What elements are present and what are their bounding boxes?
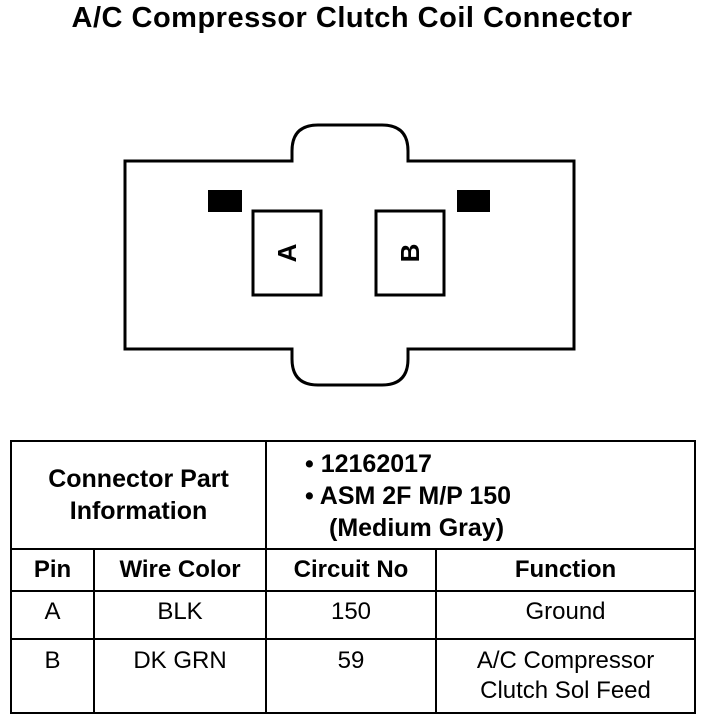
pin-label-b: B [395,244,425,263]
connector-info-table: Connector Part Information • 12162017 • … [10,440,696,714]
table-row: A BLK 150 Ground [10,590,696,640]
row-a-wire-color: BLK [93,590,267,640]
header-wire-color: Wire Color [93,548,267,592]
connector-face-diagram: A B [123,123,576,387]
header-function: Function [435,548,696,592]
alignment-key-left [208,190,242,212]
table-row: B DK GRN 59 A/C Compressor Clutch Sol Fe… [10,638,696,714]
header-pin: Pin [10,548,95,592]
connector-housing [123,123,576,387]
header-circuit-no: Circuit No [265,548,437,592]
pin-label-a: A [272,243,302,262]
connector-part-numbers: • 12162017 • ASM 2F M/P 150 (Medium Gray… [265,440,696,550]
row-b-function: A/C Compressor Clutch Sol Feed [435,638,696,714]
row-a-function: Ground [435,590,696,640]
row-a-circuit: 150 [265,590,437,640]
connector-part-info-label: Connector Part Information [10,440,267,550]
row-b-circuit: 59 [265,638,437,714]
row-b-wire-color: DK GRN [93,638,267,714]
diagram-title: A/C Compressor Clutch Coil Connector [71,2,633,34]
pin-cavity-b [374,209,446,297]
part-number: 12162017 [320,450,432,478]
part-number: ASM 2F M/P 150 [319,482,512,510]
pin-cavity-a [251,209,323,297]
row-b-pin: B [10,638,95,714]
part-color: (Medium Gray) [329,514,505,542]
alignment-key-right [457,190,490,212]
row-a-pin: A [10,590,95,640]
